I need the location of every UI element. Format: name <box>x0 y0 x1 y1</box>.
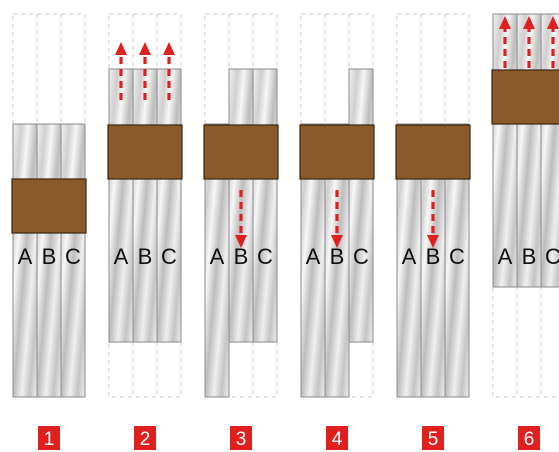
step-badge <box>134 426 156 450</box>
step-badge <box>518 426 540 450</box>
step-number: 4 <box>332 429 343 450</box>
slot-guide <box>108 13 182 398</box>
step-number: 5 <box>428 429 439 450</box>
step-badge <box>422 426 444 450</box>
step-badge <box>326 426 348 450</box>
arrow-down-icon <box>235 190 247 248</box>
step-number: 3 <box>236 429 247 450</box>
bar-a <box>493 14 517 287</box>
bar-label: B <box>522 244 537 269</box>
bar-label: B <box>330 244 345 269</box>
locking-block <box>203 124 279 180</box>
arrow-down-icon <box>331 190 343 248</box>
arrow-up-icon <box>547 16 559 68</box>
locking-block <box>11 178 87 234</box>
locking-block <box>299 124 375 180</box>
bar-outline <box>348 68 374 343</box>
bar-label: C <box>449 244 465 269</box>
arrow-up-icon <box>139 42 151 100</box>
bar-label: A <box>306 244 321 269</box>
bar-label: C <box>161 244 177 269</box>
arrow-up-icon <box>499 16 511 68</box>
step-badge <box>230 426 252 450</box>
bar-c <box>349 69 373 342</box>
step-badge <box>38 426 60 450</box>
bar-label: C <box>65 244 81 269</box>
arrow-down-icon <box>427 190 439 248</box>
arrow-up-icon <box>115 42 127 100</box>
bar-b <box>133 69 157 342</box>
bar-label: C <box>353 244 369 269</box>
bar-label: B <box>42 244 57 269</box>
bar-outline <box>540 13 559 288</box>
locking-block <box>491 69 559 125</box>
step-number: 1 <box>44 429 55 450</box>
bar-label: B <box>234 244 249 269</box>
locking-block <box>107 124 183 180</box>
bar-label: A <box>18 244 33 269</box>
bar-label: C <box>545 244 559 269</box>
arrow-up-icon <box>523 16 535 68</box>
bar-label: B <box>426 244 441 269</box>
bar-label: A <box>210 244 225 269</box>
bar-a <box>109 69 133 342</box>
bar-c <box>253 69 277 342</box>
bar-b <box>517 14 541 287</box>
bar-a <box>13 124 37 397</box>
bar-label: A <box>402 244 417 269</box>
slot-guide <box>204 13 278 398</box>
bar-outline <box>252 68 278 343</box>
bar-c <box>61 124 85 397</box>
bar-outline <box>60 123 86 398</box>
bar-outline <box>444 123 470 398</box>
step-number: 6 <box>524 429 535 450</box>
locking-block <box>395 124 471 180</box>
step-number: 2 <box>140 429 151 450</box>
bar-label: A <box>114 244 129 269</box>
bar-label: C <box>257 244 273 269</box>
arrow-up-icon <box>163 42 175 100</box>
bar-label: A <box>498 244 513 269</box>
bar-b <box>37 124 61 397</box>
bar-label: B <box>138 244 153 269</box>
bar-c <box>157 69 181 342</box>
